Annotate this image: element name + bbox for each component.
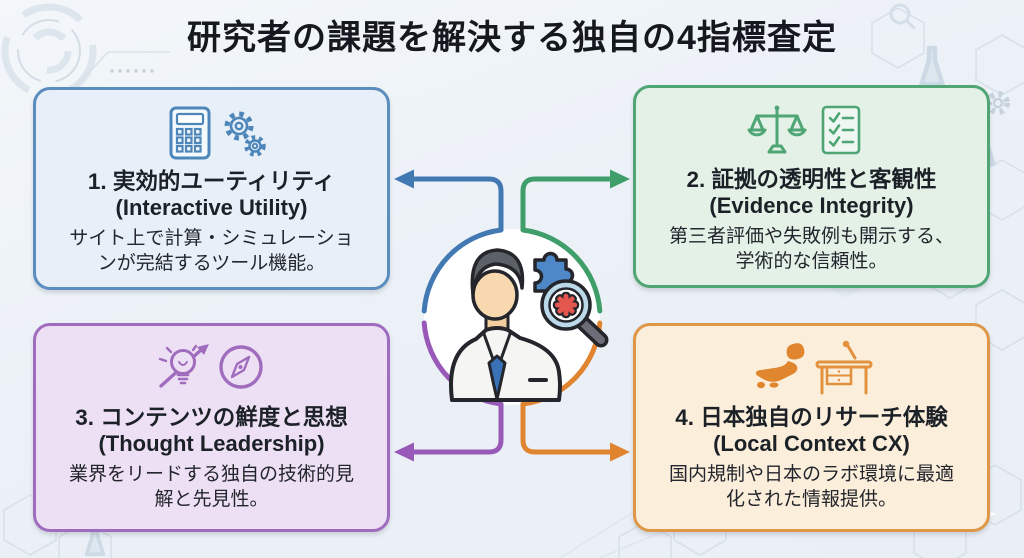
card-3-body: 業界をリードする独自の技術的見解と先見性。 — [68, 464, 354, 511]
card-3-icons — [147, 338, 277, 398]
card-3-subheading: (Thought Leadership) — [98, 431, 325, 456]
lab-desk-dropper-icon — [815, 340, 872, 395]
card-4-body: 国内規制や日本のラボ環境に最適化された情報提供。 — [668, 464, 954, 511]
calculator-icon — [169, 106, 266, 160]
card-2-icons — [747, 100, 877, 160]
card-2-body: 第三者評価や失敗例も開示する、学術的な信頼性。 — [668, 226, 954, 273]
card-local-context-cx: 4. 日本独自のリサーチ体験 (Local Context CX) 国内規制や日… — [633, 323, 990, 532]
page-title: 研究者の課題を解決する独自の4指標査定 — [187, 19, 837, 57]
idea-bulb-arrow-icon — [158, 344, 263, 389]
card-2-heading: 2. 証拠の透明性と客観性 — [686, 167, 937, 192]
card-1-heading: 1. 実効的ユーティリティ — [87, 169, 336, 194]
card-1-body: サイト上で計算・シミュレーションが完結するツール機能。 — [69, 228, 354, 275]
card-4-subheading: (Local Context CX) — [713, 431, 910, 456]
magnifier-deco-icon — [889, 3, 917, 31]
checklist-icon — [821, 105, 860, 155]
card-1-subheading: (Interactive Utility) — [115, 195, 308, 220]
card-interactive-utility: 1. 実効的ユーティリティ (Interactive Utility) サイト上… — [33, 87, 390, 290]
card-4-heading: 4. 日本独自のリサーチ体験 — [675, 405, 948, 430]
gears-icon — [224, 111, 266, 157]
tech-circles-deco — [1, 3, 170, 141]
balance-scale-icon — [747, 105, 860, 155]
compass-icon — [218, 345, 263, 389]
gear-icon — [986, 91, 1010, 115]
card-4-icons — [745, 338, 879, 398]
dots-row-deco — [110, 69, 154, 73]
japan-map-icon — [755, 340, 872, 395]
card-2-subheading: (Evidence Integrity) — [709, 193, 914, 218]
card-evidence-integrity: 2. 証拠の透明性と客観性 (Evidence Integrity) 第三者評価… — [633, 85, 990, 288]
card-1-icons — [147, 102, 277, 162]
card-3-heading: 3. コンテンツの鮮度と思想 — [75, 405, 348, 430]
card-thought-leadership: 3. コンテンツの鮮度と思想 (Thought Leadership) 業界をリ… — [33, 323, 390, 532]
